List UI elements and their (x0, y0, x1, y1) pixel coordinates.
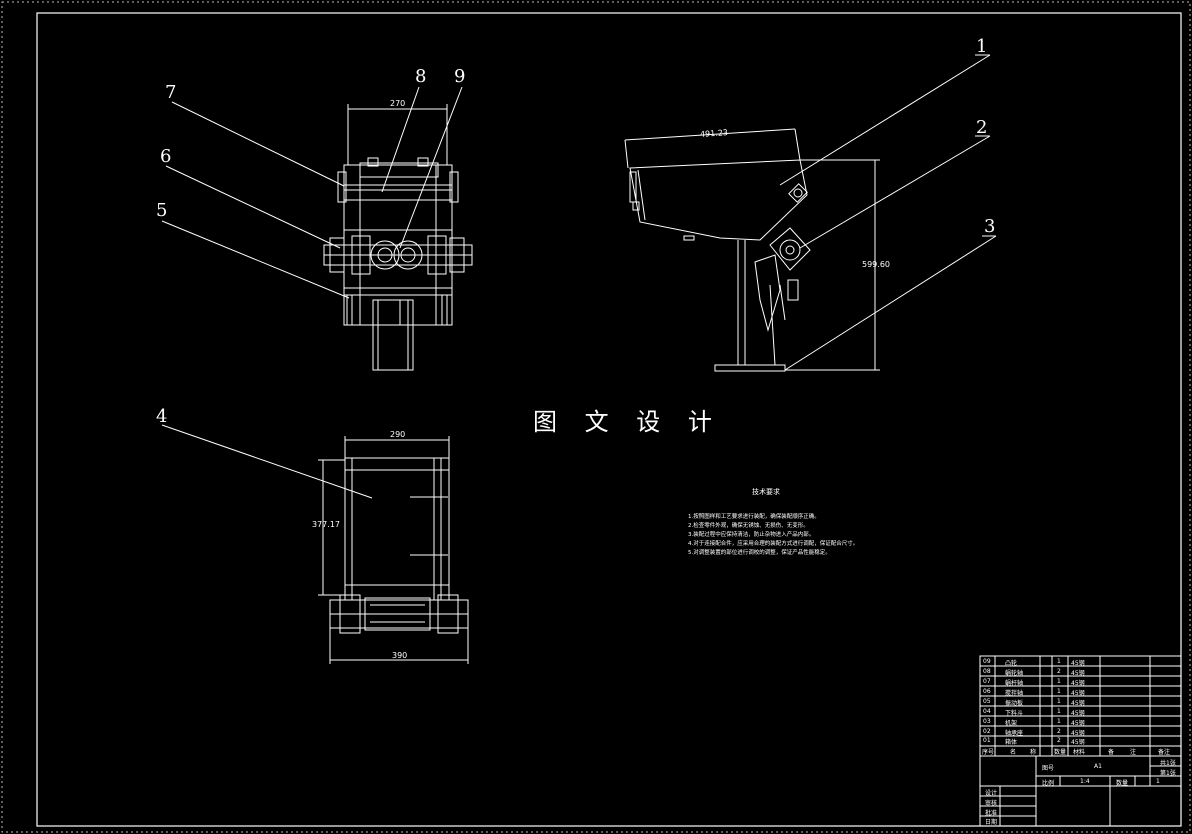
bom-qty: 1 (1057, 698, 1061, 705)
sheet-count: 共1张 (1160, 760, 1176, 767)
bom-no: 06 (983, 688, 991, 695)
tech-requirement-line: 3.装配过程中应保持清洁，防止杂物进入产品内部。 (688, 532, 815, 538)
tech-requirements-title: 技术要求 (752, 488, 780, 496)
signoff-designer: 设计 (985, 790, 998, 797)
bom-material: 45钢 (1071, 670, 1085, 677)
bom-header-cell: 数量 (1054, 749, 1067, 756)
callout-3: 3 (984, 216, 996, 237)
tech-requirement-line: 5.对调整装置的部位进行调校的调整，保证产品性能稳定。 (688, 550, 831, 556)
bom-qty: 1 (1057, 718, 1061, 725)
callout-2: 2 (976, 117, 988, 138)
tech-requirement-line: 2.检查零件外观，确保无锈蚀、无损伤、无变形。 (688, 523, 809, 529)
bom-no: 09 (983, 658, 991, 665)
bom-qty: 2 (1057, 728, 1061, 735)
bom-name: 振动板 (1005, 700, 1024, 707)
bom-qty: 1 (1057, 678, 1061, 685)
dim-side-height: 599.60 (862, 260, 890, 269)
callout-4: 4 (156, 406, 168, 427)
sheet-number: 第1张 (1160, 770, 1176, 777)
quantity-label: 数量 (1116, 780, 1129, 787)
drawing-number-label: 图号 (1042, 765, 1055, 772)
bom-name: 凸轮 (1005, 660, 1018, 667)
bom-qty: 1 (1057, 688, 1061, 695)
bom-material: 45钢 (1071, 660, 1085, 667)
bom-name: 下料斗 (1005, 710, 1024, 717)
drawing-size: A1 (1094, 763, 1102, 770)
bom-name: 蜗杆轴 (1005, 680, 1024, 687)
dim-top-height: 377.17 (312, 520, 340, 529)
bom-header-cell: 备 (1108, 749, 1115, 756)
watermark-text: 图 文 设 计 (533, 408, 722, 436)
bom-material: 45钢 (1071, 710, 1085, 717)
bom-no: 02 (983, 728, 991, 735)
dim-top-width: 290 (390, 430, 406, 439)
leader-lines (161, 54, 997, 499)
signoff-reviewer: 审核 (985, 800, 998, 807)
bom-qty: 2 (1057, 668, 1061, 675)
bom-no: 01 (983, 737, 991, 744)
bom-name: 蜗轮轴 (1005, 670, 1024, 677)
callout-7: 7 (165, 82, 177, 103)
bom-qty: 1 (1057, 708, 1061, 715)
bom-no: 05 (983, 698, 991, 705)
bom-header-cell: 称 (1030, 749, 1037, 756)
callout-1: 1 (976, 36, 988, 57)
bom-material: 45钢 (1071, 690, 1085, 697)
side-view (624, 128, 880, 372)
callout-9: 9 (454, 66, 466, 87)
front-view (323, 104, 473, 371)
bom-qty: 1 (1057, 658, 1061, 665)
bom-header-cell: 名 (1010, 749, 1017, 756)
bom-name: 搅拌轴 (1005, 690, 1024, 697)
bom-name: 箱体 (1005, 739, 1018, 746)
bom-no: 07 (983, 678, 991, 685)
title-block-grid (979, 655, 1182, 827)
callout-5: 5 (156, 200, 168, 221)
bom-qty: 2 (1057, 737, 1061, 744)
bom-name: 轴承座 (1005, 730, 1024, 737)
tech-requirement-line: 1.按照图样和工艺要求进行装配，确保装配顺序正确。 (688, 514, 820, 520)
dim-front-width: 270 (390, 99, 406, 108)
bom-material: 45钢 (1071, 720, 1085, 727)
bom-header-cell: 注 (1130, 749, 1137, 756)
bom-no: 04 (983, 708, 991, 715)
bom-material: 45钢 (1071, 739, 1085, 746)
bom-header-cell: 材料 (1073, 749, 1086, 756)
bom-no: 08 (983, 668, 991, 675)
quantity-value: 1 (1156, 778, 1160, 785)
signoff-approver: 批准 (985, 810, 998, 817)
bom-material: 45钢 (1071, 680, 1085, 687)
top-view (318, 436, 469, 664)
dim-top-bottom-width: 390 (392, 651, 408, 660)
bom-material: 45钢 (1071, 700, 1085, 707)
callout-6: 6 (160, 146, 172, 167)
callout-8: 8 (415, 66, 427, 87)
bom-no: 03 (983, 718, 991, 725)
sheet-inner-border (36, 12, 1182, 827)
bom-header-cell: 备注 (1158, 749, 1171, 756)
bom-name: 机架 (1005, 720, 1018, 727)
scale-value: 1:4 (1080, 778, 1090, 785)
dim-side-length: 491.23 (699, 128, 729, 139)
scale-label: 比例 (1042, 780, 1055, 787)
bom-material: 45钢 (1071, 730, 1085, 737)
tech-requirement-line: 4.对于连接配合件，应采用合理的装配方式进行调配，保证配合尺寸。 (688, 541, 859, 547)
signoff-date: 日期 (985, 819, 998, 826)
bom-header-cell: 序号 (982, 749, 995, 756)
